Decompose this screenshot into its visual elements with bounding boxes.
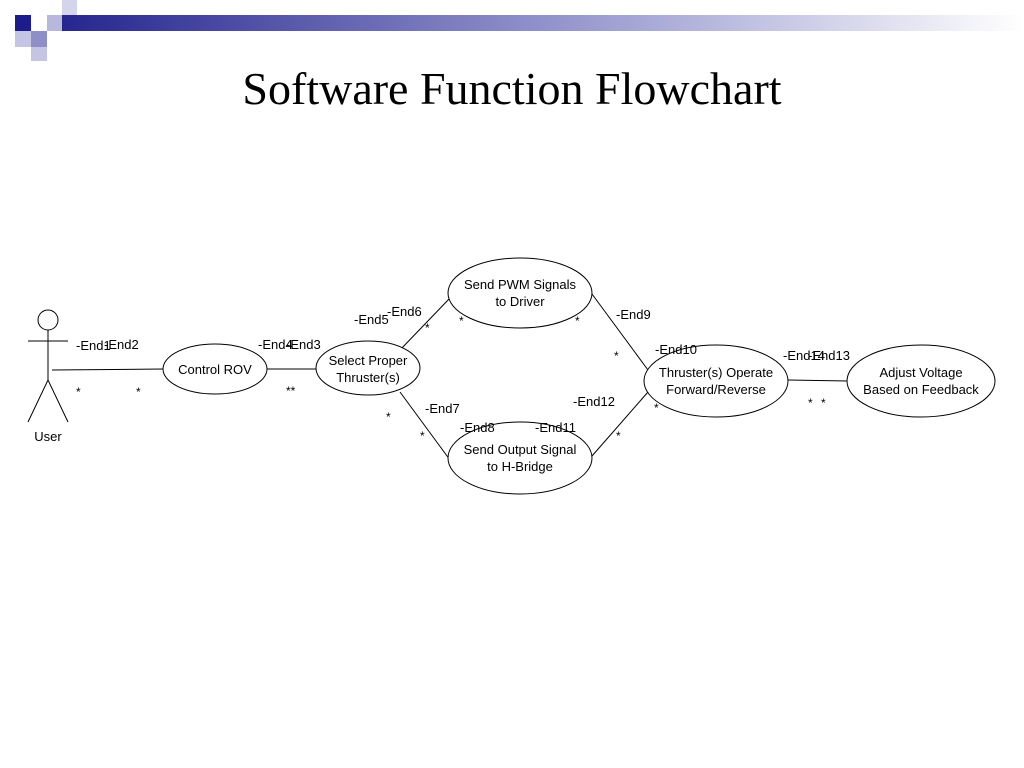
node-control-rov-label: Control ROV xyxy=(178,362,252,377)
multiplicity-marker: * xyxy=(386,410,391,424)
end-label: -End12 xyxy=(573,394,615,409)
end-label: -End14 xyxy=(783,348,825,363)
node-select-thruster-line1: Select Proper xyxy=(329,353,408,368)
multiplicity-marker: * xyxy=(420,429,425,443)
node-select-thruster[interactable]: Select Proper Thruster(s) xyxy=(315,340,421,396)
deco-square xyxy=(31,31,47,47)
header-decoration xyxy=(0,0,1024,61)
edge-select-output xyxy=(399,391,451,461)
end-label: -End3 xyxy=(286,337,321,352)
node-send-pwm-line2: to Driver xyxy=(495,294,545,309)
multiplicity-marker: * xyxy=(76,385,81,399)
end-label: -End5 xyxy=(354,312,389,327)
end-label: -End2 xyxy=(104,337,139,352)
node-send-output-line2: to H-Bridge xyxy=(487,459,553,474)
slide-title: Software Function Flowchart xyxy=(242,63,782,114)
node-adjust-voltage[interactable]: Adjust Voltage Based on Feedback xyxy=(846,344,996,418)
node-select-thruster-line2: Thruster(s) xyxy=(336,370,400,385)
end-label: -End4 xyxy=(258,337,293,352)
end-label: -End7 xyxy=(425,401,460,416)
multiplicity-marker: * xyxy=(821,396,826,410)
deco-square xyxy=(15,15,31,31)
end-label: -End1 xyxy=(76,338,111,353)
multiplicity-marker: * xyxy=(654,401,659,415)
end-label: -End6 xyxy=(387,304,422,319)
multiplicity-marker: * xyxy=(616,429,621,443)
node-control-rov[interactable]: Control ROV xyxy=(162,343,268,395)
node-adjust-voltage-line2: Based on Feedback xyxy=(863,382,979,397)
node-thruster-operate-line2: Forward/Reverse xyxy=(666,382,766,397)
user-actor-icon xyxy=(27,309,69,423)
deco-square xyxy=(31,15,47,31)
deco-square xyxy=(47,31,62,47)
edge-output-operate xyxy=(591,391,649,457)
node-thruster-operate[interactable]: Thruster(s) Operate Forward/Reverse xyxy=(643,344,789,418)
multiplicity-marker: * xyxy=(614,349,619,363)
multiplicity-marker: * xyxy=(808,396,813,410)
edge-pwm-operate xyxy=(591,293,649,371)
edge-user-control xyxy=(51,368,164,371)
multiplicity-marker: * xyxy=(136,385,141,399)
multiplicity-marker: * xyxy=(575,314,580,328)
multiplicity-marker: * xyxy=(425,321,430,335)
end-label: -End9 xyxy=(616,307,651,322)
end-label: -End13 xyxy=(808,348,850,363)
deco-square xyxy=(47,15,62,31)
deco-square xyxy=(0,31,15,47)
actor-label: User xyxy=(34,429,62,444)
node-send-pwm-line1: Send PWM Signals xyxy=(464,277,576,292)
node-send-output-line1: Send Output Signal xyxy=(464,442,577,457)
end-label: -End10 xyxy=(655,342,697,357)
node-thruster-operate-line1: Thruster(s) Operate xyxy=(659,365,773,380)
deco-square xyxy=(31,47,47,61)
multiplicity-marker: ** xyxy=(286,384,296,398)
node-adjust-voltage-line1: Adjust Voltage xyxy=(879,365,962,380)
end-label: -End8 xyxy=(460,420,495,435)
multiplicity-marker: * xyxy=(459,314,464,328)
node-send-pwm[interactable]: Send PWM Signals to Driver xyxy=(447,257,593,329)
header-gradient-bar xyxy=(62,15,1024,31)
edge-select-pwm xyxy=(399,297,451,351)
edge-operate-adjust xyxy=(787,379,849,382)
end-label: -End11 xyxy=(535,420,576,435)
deco-square xyxy=(62,0,77,15)
deco-square xyxy=(15,31,31,47)
node-send-output[interactable]: Send Output Signal to H-Bridge xyxy=(447,421,593,495)
